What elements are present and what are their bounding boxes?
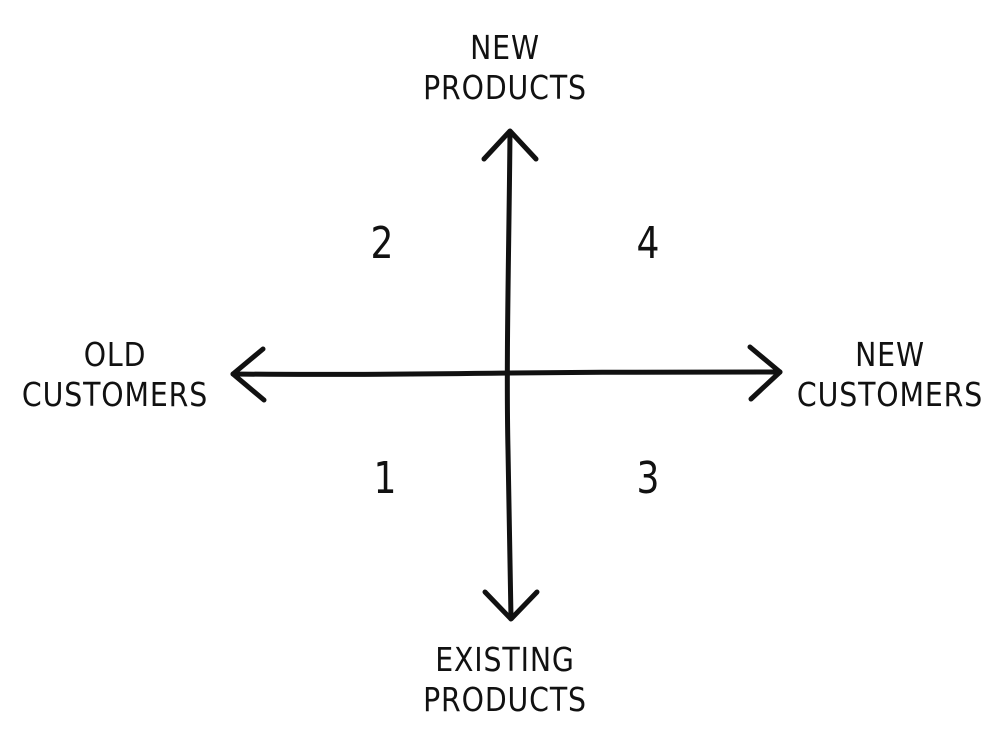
quadrant-bottom-right-number: 3 <box>636 453 660 504</box>
vertical-axis-line <box>504 129 514 621</box>
label-line: OLD <box>83 335 147 374</box>
label-line: CUSTOMERS <box>21 375 209 414</box>
arrow-right-icon <box>747 344 783 402</box>
old-customers-label: OLD CUSTOMERS <box>12 335 218 415</box>
quadrant-top-left-number: 2 <box>370 218 394 269</box>
quadrant-top-right-number: 4 <box>636 218 660 269</box>
existing-products-label: EXISTING PRODUCTS <box>398 640 613 720</box>
label-line: PRODUCTS <box>423 68 587 107</box>
horizontal-axis-line <box>230 369 783 377</box>
new-customers-label: NEW CUSTOMERS <box>787 335 993 415</box>
new-products-label: NEW PRODUCTS <box>398 28 613 108</box>
label-line: EXISTING <box>435 640 575 679</box>
label-line: NEW <box>855 335 925 374</box>
arrow-up-icon <box>481 128 539 162</box>
label-line: NEW <box>470 28 540 67</box>
quadrant-bottom-left-number: 1 <box>373 453 397 504</box>
label-line: PRODUCTS <box>423 680 587 719</box>
label-line: CUSTOMERS <box>796 375 984 414</box>
arrow-left-icon <box>230 346 267 403</box>
arrow-down-icon <box>482 589 540 622</box>
